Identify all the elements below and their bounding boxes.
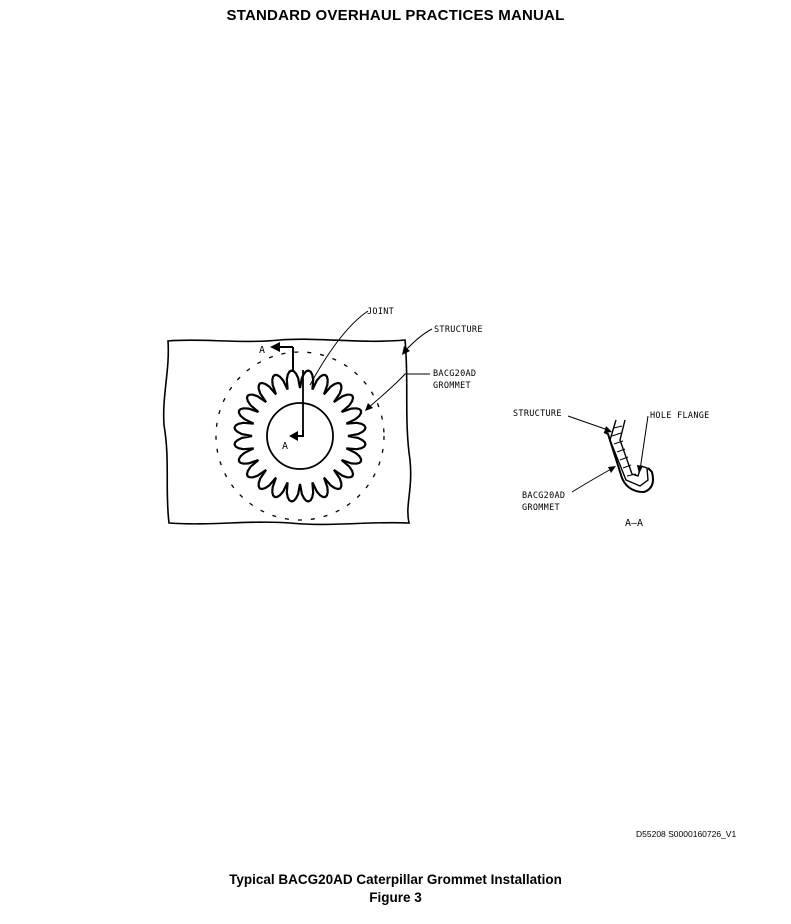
arrowhead-top — [270, 342, 280, 352]
grommet-label-left-2: GROMMET — [433, 381, 471, 391]
structure-section-hatch — [611, 425, 637, 477]
joint-label: JOINT — [367, 307, 394, 317]
grommet-label-right-2: GROMMET — [522, 503, 560, 513]
grommet-section — [603, 431, 654, 494]
grommet-leader-left — [367, 373, 430, 409]
grommet-leader-right — [571, 467, 614, 493]
structure-hole — [266, 402, 334, 470]
structure-label-right: STRUCTURE — [513, 409, 562, 419]
manual-title: STANDARD OVERHAUL PRACTICES MANUAL — [226, 7, 565, 24]
hole-flange-label: HOLE FLANGE — [650, 411, 710, 421]
grommet-label-left-1: BACG20AD — [433, 369, 476, 379]
section-marker-center: A — [282, 441, 288, 452]
structure-label-left: STRUCTURE — [434, 325, 483, 335]
caption-figure-number: Figure 3 — [369, 890, 422, 905]
hole-flange-leader — [639, 415, 649, 471]
structure-leader-right — [567, 415, 609, 431]
figure-caption: Typical BACG20AD Caterpillar Grommet Ins… — [0, 871, 791, 907]
structure-leader-left — [403, 328, 433, 353]
joint-leader — [309, 310, 369, 386]
figure-reference-id: D55208 S0000160726_V1 — [636, 829, 737, 839]
hole-flange-arrow — [637, 465, 643, 474]
caterpillar-grommet — [233, 369, 367, 503]
structure-section — [609, 419, 649, 487]
structure-right-arrow — [604, 426, 612, 433]
grommet-label-right-1: BACG20AD — [522, 491, 565, 501]
dashed-locating-circle — [215, 351, 385, 521]
grommet-right-arrow — [608, 466, 616, 473]
structure-panel — [162, 338, 412, 526]
caption-title: Typical BACG20AD Caterpillar Grommet Ins… — [229, 872, 562, 887]
structure-leader-arrow — [402, 346, 410, 355]
section-marker-top: A — [259, 345, 265, 356]
section-view-label: A–A — [625, 518, 643, 529]
grommet-leader-arrow — [365, 403, 373, 411]
arrowhead-center — [289, 431, 298, 441]
